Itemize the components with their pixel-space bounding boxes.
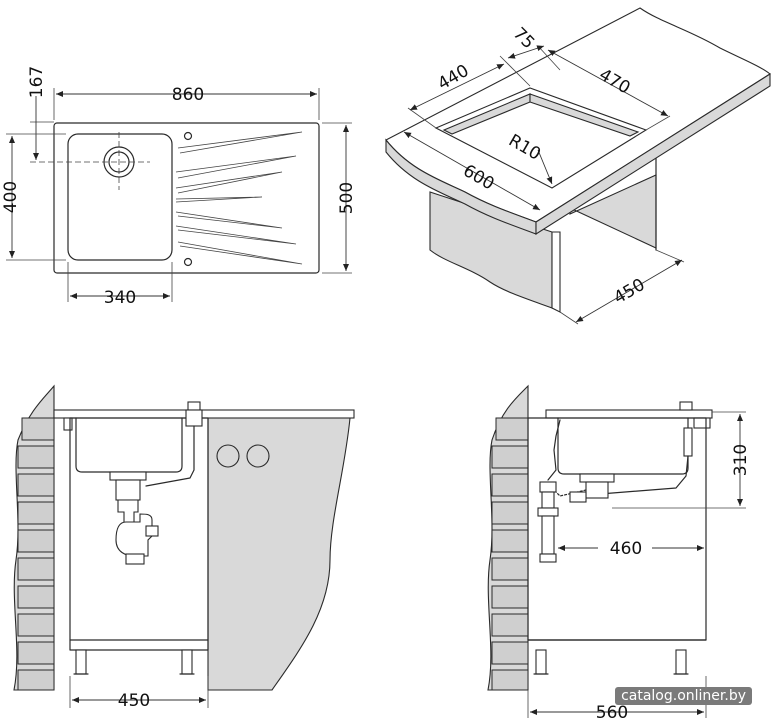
- countertop-side-edge: [535, 73, 771, 235]
- dim-bowl-height: 400: [1, 181, 21, 213]
- iso-view: 75 440 470 R10 600 450: [385, 7, 771, 325]
- overflow-hole: [183, 257, 193, 267]
- dim-offset: 167: [27, 66, 47, 98]
- side-countertop: [545, 409, 713, 419]
- tap-hole: [183, 131, 193, 141]
- adjacent-cabinet: [207, 417, 351, 691]
- leg-right: [181, 649, 193, 675]
- drainer-grooves: [175, 131, 303, 265]
- dim-width: 860: [172, 85, 204, 105]
- countertop: [53, 409, 355, 419]
- watermark: catalog.onliner.by: [615, 687, 752, 705]
- bowl: [75, 417, 183, 473]
- socket-left: [216, 444, 240, 468]
- side-leg-right: [675, 649, 687, 675]
- dim-bowl-length: 440: [434, 61, 472, 95]
- side-leg-left: [535, 649, 547, 675]
- dim-cabinet-width: 450: [118, 691, 150, 711]
- cabinet-front-wall: [429, 191, 553, 309]
- dim-bowl-depth: 310: [731, 444, 751, 476]
- dim-height: 500: [337, 182, 357, 214]
- sink-outline: [53, 122, 320, 274]
- bowl-outline: [67, 133, 173, 261]
- wall-bricks: [17, 417, 55, 691]
- dim-drain-offset: 460: [610, 539, 642, 559]
- socket-right: [246, 444, 270, 468]
- cabinet-corner: [551, 231, 561, 313]
- dim-bowl-width: 340: [104, 288, 136, 308]
- leg-left: [75, 649, 87, 675]
- side-overflow-pipe: [599, 455, 689, 495]
- dim-top-depth: 75: [509, 24, 538, 53]
- dim-cabinet: 450: [610, 275, 648, 309]
- dim-cabinet-depth: 560: [596, 703, 628, 721]
- cabinet: [69, 417, 209, 651]
- side-bowl: [557, 417, 689, 475]
- top-view: 860 167 400 500 340: [1, 66, 357, 308]
- side-view: 310 460 560: [487, 384, 751, 721]
- overflow-pipe: [145, 425, 195, 487]
- front-view: 450: [13, 384, 355, 711]
